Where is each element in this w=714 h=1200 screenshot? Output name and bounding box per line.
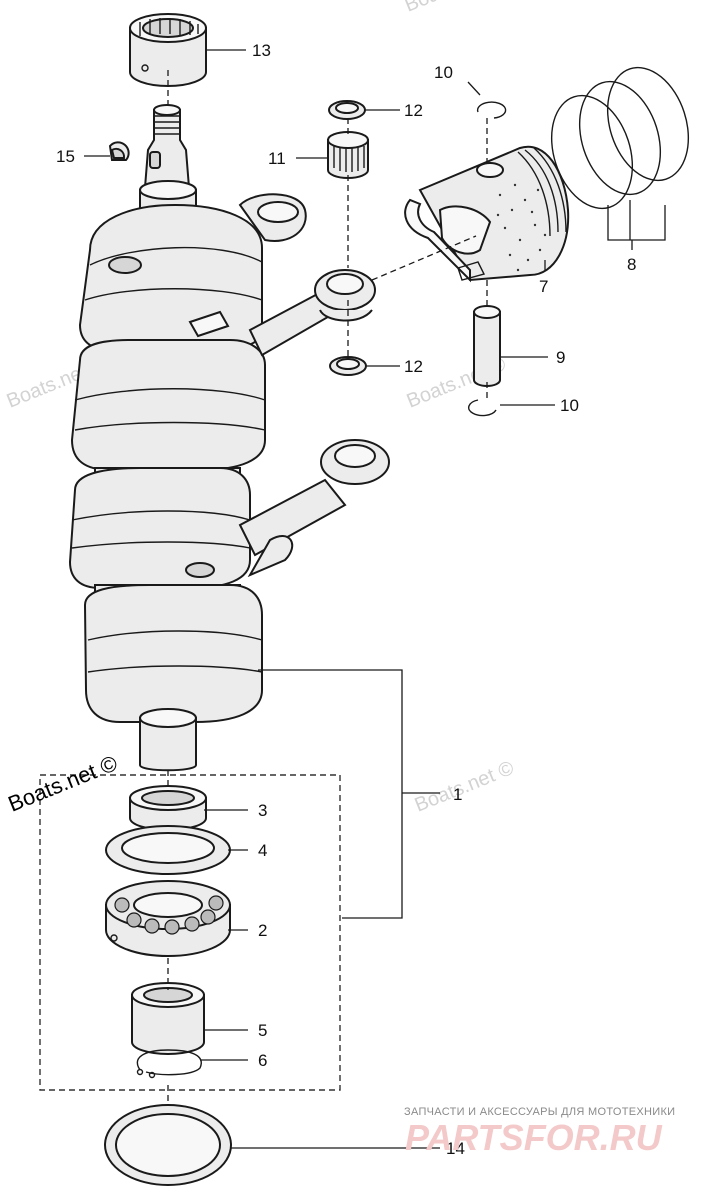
connecting-rod-lower (238, 439, 390, 578)
callout-11: 11 (268, 149, 286, 168)
callout-10-top: 10 (434, 63, 453, 82)
top-bearing-13 (129, 13, 207, 87)
callout-15: 15 (56, 147, 75, 166)
watermark: Boats.net © (402, 0, 508, 17)
brand-label: Boats.net © (5, 750, 121, 816)
sleeve-3 (129, 785, 207, 831)
callout-12-bottom: 12 (404, 357, 423, 376)
thrust-washer-12-bottom (329, 356, 367, 376)
callout-5: 5 (258, 1021, 267, 1040)
callout-1: 1 (453, 785, 462, 804)
callout-3: 3 (258, 801, 267, 820)
callout-14: 14 (446, 1139, 465, 1158)
roller-bearing-5 (131, 982, 205, 1055)
shop-logo: PARTSFOR.RU (405, 1117, 663, 1158)
crankshaft-1 (68, 104, 266, 772)
connecting-rod-upper (238, 193, 376, 357)
shop-tagline: ЗАПЧАСТИ И АКСЕССУАРЫ ДЛЯ МОТОТЕХНИКИ (404, 1106, 675, 1118)
circlip-10-bottom (468, 399, 497, 417)
thrust-washer-12-top (328, 100, 366, 120)
woodruff-key-15 (108, 141, 130, 161)
callout-12-top: 12 (404, 101, 423, 120)
callout-8: 8 (627, 255, 636, 274)
circlip-10-top (476, 101, 507, 119)
callout-7: 7 (539, 277, 548, 296)
ball-bearing-2 (105, 880, 231, 957)
callout-9: 9 (556, 348, 565, 367)
callout-10-bottom: 10 (560, 396, 579, 415)
watermark: Boats.net © (412, 757, 518, 817)
bearing-kit-box (39, 774, 341, 1091)
snap-ring-6 (136, 1049, 202, 1079)
needle-bearing-11 (327, 131, 369, 179)
oil-seal-4 (105, 825, 231, 875)
piston-rings-8 (550, 66, 690, 250)
callout-2: 2 (258, 921, 267, 940)
piston-pin-9 (473, 305, 501, 387)
piston-7 (404, 145, 570, 283)
callout-6: 6 (258, 1051, 267, 1070)
callout-13: 13 (252, 41, 271, 60)
washer-14 (104, 1104, 232, 1186)
callout-4: 4 (258, 841, 267, 860)
